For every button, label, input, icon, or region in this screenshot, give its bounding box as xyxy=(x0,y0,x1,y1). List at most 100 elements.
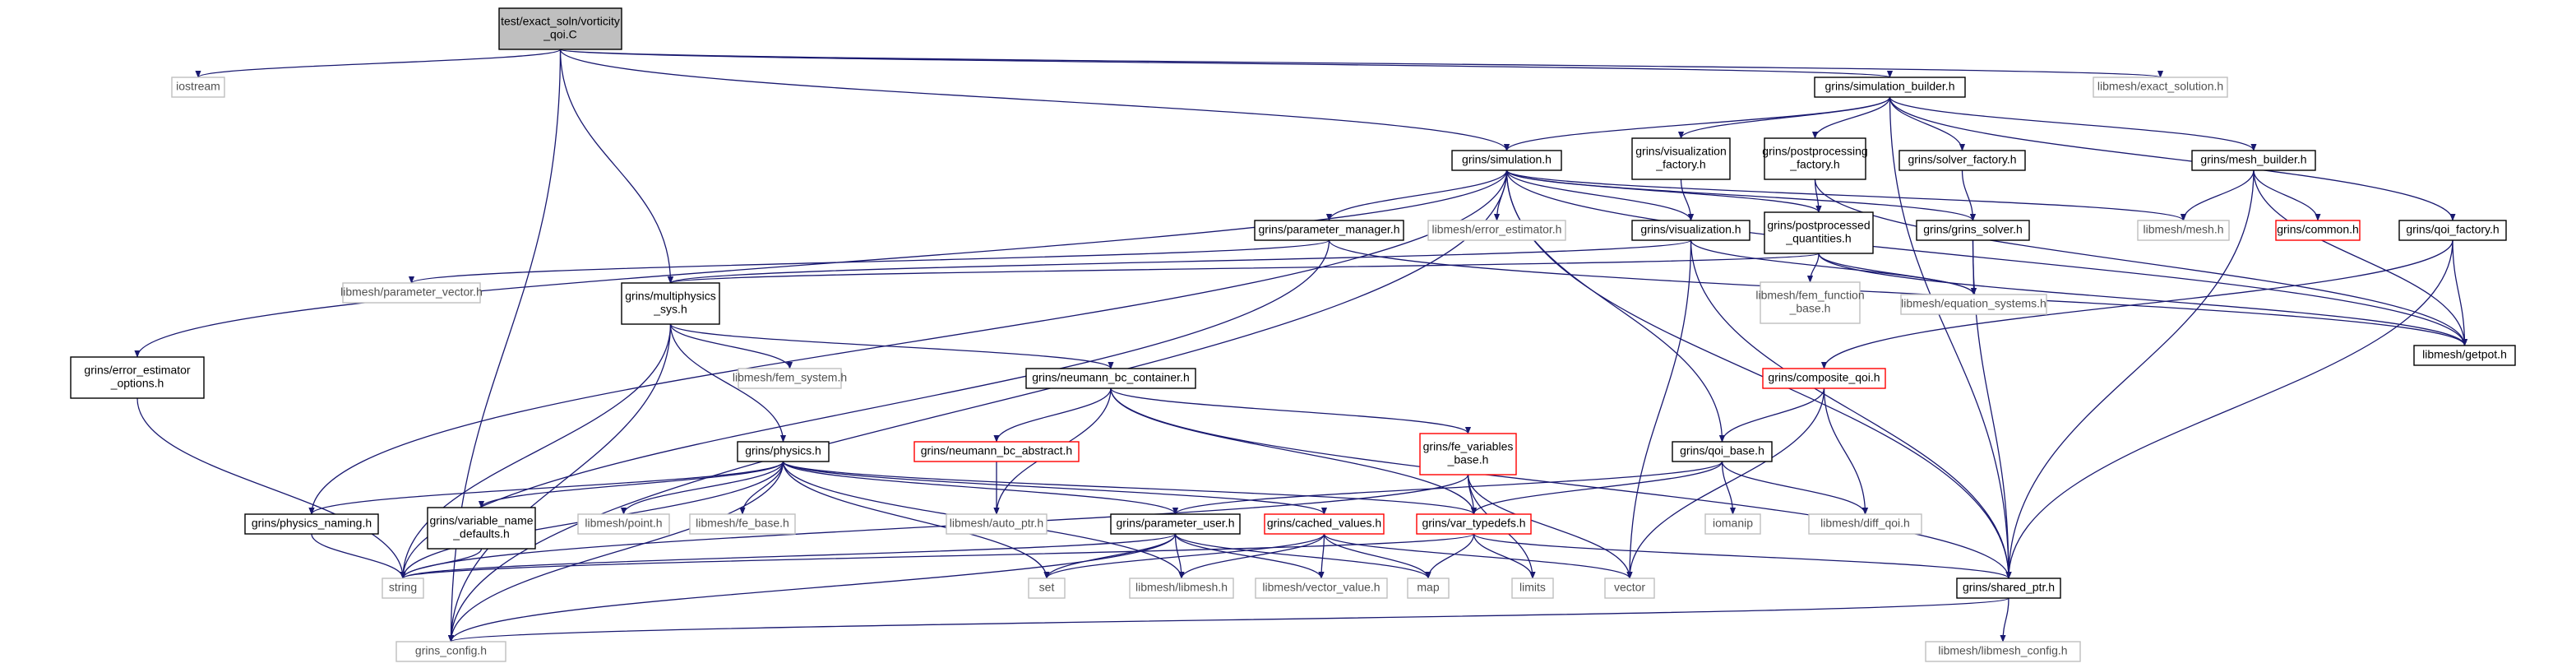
node-label: grins_config.h xyxy=(415,644,487,657)
node-label: grins/neumann_bc_abstract.h xyxy=(921,444,1072,457)
node-label: grins/shared_ptr.h xyxy=(1963,581,2055,594)
edge-simulation-to-error_est_opts xyxy=(134,169,1508,358)
edge-qoi_factory-to-composite_qoi xyxy=(1820,239,2453,369)
edge-qoi_factory-to-getpot xyxy=(2452,239,2468,346)
node-multiphysics[interactable]: grins/multiphysics_sys.h xyxy=(621,282,720,325)
node-label: grins/var_typedefs.h xyxy=(1422,517,1525,530)
node-label: map xyxy=(1417,581,1439,594)
edge-param_user-to-vector_value xyxy=(1174,533,1325,579)
node-label: libmesh/fem_function xyxy=(1755,289,1864,302)
node-label: grins/visualization.h xyxy=(1640,223,1741,236)
node-composite-qoi[interactable]: grins/composite_qoi.h xyxy=(1762,368,1886,389)
node-visualization[interactable]: grins/visualization.h xyxy=(1631,220,1750,241)
edge-sim_builder-to-mesh_builder xyxy=(1889,96,2257,151)
node-label: grins/physics.h xyxy=(745,444,821,457)
node-label: _factory.h xyxy=(1655,158,1705,171)
edge-physics-to-cached_values xyxy=(782,461,1327,515)
node-label: grins/parameter_user.h xyxy=(1117,517,1235,530)
node-sim-builder[interactable]: grins/simulation_builder.h xyxy=(1814,77,1966,98)
edge-physics-to-var_name_defaults xyxy=(479,461,784,508)
node-label: _base.h xyxy=(1789,302,1831,315)
node-postproc-qty[interactable]: grins/postprocessed_quantities.h xyxy=(1764,211,1874,254)
node-label: grins/solver_factory.h xyxy=(1908,153,2016,166)
edge-error_est_opts-to-string xyxy=(136,397,406,579)
node-qoi-factory[interactable]: grins/qoi_factory.h xyxy=(2398,220,2507,241)
edge-param_user-to-grins_config xyxy=(448,533,1177,642)
node-label: grins/mesh_builder.h xyxy=(2200,153,2306,166)
node-label: limits xyxy=(1519,581,1546,594)
node-qoi-base[interactable]: grins/qoi_base.h xyxy=(1672,441,1773,462)
node-vis-factory[interactable]: grins/visualization_factory.h xyxy=(1631,137,1731,180)
node-solver-factory[interactable]: grins/solver_factory.h xyxy=(1898,150,2026,171)
node-getpot[interactable]: libmesh/getpot.h xyxy=(2413,345,2516,366)
edge-neumann_container-to-neumann_abstract xyxy=(993,387,1112,443)
edge-cached_values-to-vector_value xyxy=(1318,533,1325,579)
edge-physics-to-physics_naming xyxy=(308,461,784,515)
node-label: libmesh/point.h xyxy=(585,517,662,530)
node-var-name-defaults[interactable]: grins/variable_name_defaults.h xyxy=(427,507,536,550)
node-label: grins/variable_name xyxy=(429,514,533,527)
node-neumann-abstract[interactable]: grins/neumann_bc_abstract.h xyxy=(913,441,1080,462)
node-vector-value: libmesh/vector_value.h xyxy=(1255,578,1388,599)
edge-var_typedefs-to-shared_ptr xyxy=(1473,533,2012,579)
edge-simulation-to-getpot xyxy=(1505,169,2468,346)
node-libmesh-h: libmesh/libmesh.h xyxy=(1129,578,1234,599)
node-label: grins/common.h xyxy=(2277,223,2359,236)
edge-physics_naming-to-string xyxy=(311,533,406,579)
edge-qoi_factory-to-shared_ptr xyxy=(2005,239,2453,579)
node-var-typedefs[interactable]: grins/var_typedefs.h xyxy=(1416,513,1532,535)
edge-fe_variables_base-to-vector xyxy=(1467,474,1633,579)
node-label: libmesh/vector_value.h xyxy=(1262,581,1380,594)
edge-layer xyxy=(134,49,2468,642)
node-set: set xyxy=(1028,578,1066,599)
node-neumann-container[interactable]: grins/neumann_bc_container.h xyxy=(1025,368,1196,389)
edge-postproc_qty-to-fem_function_base xyxy=(1806,253,1820,283)
edge-simulation-to-param_manager xyxy=(1325,169,1508,221)
node-label: grins/cached_values.h xyxy=(1267,517,1381,530)
edge-solver_factory-to-grins_solver xyxy=(1961,169,1977,221)
edge-postproc_qty-to-multiphysics xyxy=(668,253,1820,284)
edge-neumann_container-to-shared_ptr xyxy=(1110,387,2012,579)
edge-sim_builder-to-shared_ptr xyxy=(1889,96,2012,579)
node-grins-solver[interactable]: grins/grins_solver.h xyxy=(1916,220,2030,241)
node-label: grins/qoi_factory.h xyxy=(2406,223,2499,236)
node-error-est-opts[interactable]: grins/error_estimator_options.h xyxy=(70,356,205,399)
edge-param_user-to-set xyxy=(1043,533,1177,579)
node-fem-system: libmesh/fem_system.h xyxy=(733,368,847,389)
edge-postproc_qty-to-equation_systems xyxy=(1818,253,1977,295)
node-mesh-h: libmesh/mesh.h xyxy=(2137,220,2230,241)
node-shared-ptr[interactable]: grins/shared_ptr.h xyxy=(1956,578,2061,599)
edge-mesh_builder-to-getpot xyxy=(2253,169,2468,346)
node-physics[interactable]: grins/physics.h xyxy=(737,441,830,462)
node-label: grins/visualization xyxy=(1635,145,1727,158)
node-label: libmesh/equation_systems.h xyxy=(1901,297,2046,310)
edge-postproc_qty-to-getpot xyxy=(1818,253,2467,346)
node-common[interactable]: grins/common.h xyxy=(2275,220,2361,241)
node-postproc-factory[interactable]: grins/postprocessing_factory.h xyxy=(1762,137,1868,180)
node-label: libmesh/error_estimator.h xyxy=(1432,223,1562,236)
node-cached-values[interactable]: grins/cached_values.h xyxy=(1264,513,1385,535)
edge-vis_factory-to-visualization xyxy=(1680,179,1695,221)
node-point: libmesh/point.h xyxy=(577,513,670,535)
node-error-estimator: libmesh/error_estimator.h xyxy=(1427,220,1566,241)
node-label: libmesh/fe_base.h xyxy=(696,517,789,530)
node-physics-naming[interactable]: grins/physics_naming.h xyxy=(244,513,379,535)
node-fe-variables-base[interactable]: grins/fe_variables_base.h xyxy=(1419,433,1517,475)
edge-postproc_factory-to-getpot xyxy=(1814,179,2468,346)
edge-cached_values-to-set xyxy=(1043,533,1325,579)
node-param-manager[interactable]: grins/parameter_manager.h xyxy=(1254,220,1404,241)
edge-sim_builder-to-postproc_factory xyxy=(1811,96,1891,139)
node-root[interactable]: test/exact_soln/vorticity_qoi.C xyxy=(498,7,622,50)
node-param-user[interactable]: grins/parameter_user.h xyxy=(1110,513,1241,535)
node-label: grins/neumann_bc_container.h xyxy=(1032,371,1189,384)
node-iostream: iostream xyxy=(171,77,225,98)
edge-physics-to-param_user xyxy=(782,461,1178,515)
node-equation-systems: libmesh/equation_systems.h xyxy=(1900,294,2047,315)
node-label: grins/fe_variables xyxy=(1423,440,1514,453)
node-simulation[interactable]: grins/simulation.h xyxy=(1451,150,1562,171)
edge-multiphysics-to-fem_system xyxy=(669,323,793,369)
edge-root-to-grins_config xyxy=(447,49,562,642)
edge-shared_ptr-to-grins_config xyxy=(448,597,2009,642)
node-mesh-builder[interactable]: grins/mesh_builder.h xyxy=(2191,150,2316,171)
node-label: grins/postprocessing xyxy=(1762,145,1867,158)
